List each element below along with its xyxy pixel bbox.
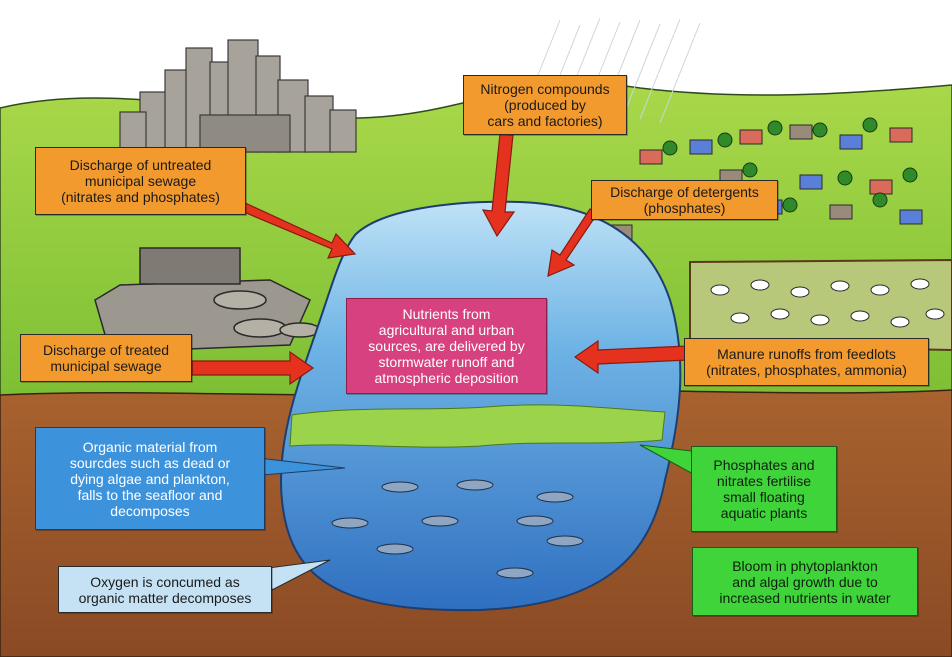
untreated-sewage-line-2: municipal sewage: [84, 173, 197, 189]
organic-line-1: Organic material from: [82, 438, 218, 455]
oxygen-line-2: organic matter decomposes: [78, 589, 252, 606]
bloom-label: Bloom in phytoplankton and algal growth …: [692, 547, 918, 616]
treated-sewage-line-2: municipal sewage: [50, 358, 162, 374]
nutrients-line-2: agricultural and urban: [378, 322, 515, 338]
manure-line-2: (nitrates, phosphates, ammonia): [706, 362, 907, 378]
nutrients-center-label: Nutrients from agricultural and urban so…: [346, 298, 547, 394]
nitrogen-compounds-label: Nitrogen compounds (produced by cars and…: [463, 75, 627, 135]
nutrients-line-1: Nutrients from: [402, 306, 491, 322]
algae-layer: [289, 404, 666, 448]
organic-line-4: falls to the seafloor and: [77, 486, 223, 503]
detergents-line-1: Discharge of detergents: [610, 184, 759, 200]
phosphates-fertilise-label: Phosphates and nitrates fertilise small …: [691, 446, 837, 532]
phosphates-line-3: small floating: [723, 489, 805, 505]
detergents-label: Discharge of detergents (phosphates): [591, 180, 778, 220]
treated-sewage-line-1: Discharge of treated: [42, 342, 170, 358]
untreated-sewage-line-3: (nitrates and phosphates): [61, 189, 220, 205]
manure-line-1: Manure runoffs from feedlots: [717, 346, 896, 362]
nitrogen-line-3: cars and factories): [487, 113, 603, 129]
arrow-manure: [573, 339, 689, 375]
arrows: [191, 133, 689, 386]
arrow-treated-sewage: [191, 350, 315, 386]
city-skyline: [119, 39, 357, 153]
manure-label: Manure runoffs from feedlots (nitrates, …: [684, 338, 929, 386]
nutrients-line-5: atmospheric deposition: [374, 370, 519, 386]
nutrients-line-3: sources, are delivered by: [368, 338, 525, 354]
arrow-nitrogen: [481, 133, 516, 238]
callout-pointers: [257, 444, 701, 591]
bloom-line-3: increased nutrients in water: [719, 589, 891, 606]
detergents-line-2: (phosphates): [643, 200, 726, 216]
treated-sewage-label: Discharge of treated municipal sewage: [20, 334, 192, 382]
phosphates-line-4: aquatic plants: [720, 505, 808, 521]
water-body: [279, 200, 682, 612]
organic-line-3: dying algae and plankton,: [70, 470, 230, 487]
nitrogen-line-1: Nitrogen compounds: [480, 81, 610, 97]
arrow-detergents: [547, 208, 598, 277]
phosphates-line-2: nitrates fertilise: [716, 473, 812, 489]
village-trees: [662, 117, 918, 213]
bloom-line-2: and algal growth due to: [732, 573, 878, 590]
fish: [331, 479, 584, 579]
arrow-untreated-sewage: [238, 201, 357, 259]
oxygen-line-1: Oxygen is concumed as: [90, 573, 240, 590]
bloom-line-1: Bloom in phytoplankton: [732, 557, 878, 574]
organic-line-2: sourcdes such as dead or: [69, 454, 231, 471]
organic-material-label: Organic material from sourcdes such as d…: [35, 427, 265, 530]
organic-line-5: decomposes: [110, 502, 190, 519]
nutrients-line-4: stormwater runoff and: [378, 354, 515, 370]
untreated-sewage-label: Discharge of untreated municipal sewage …: [35, 147, 246, 215]
feedlot: [689, 258, 952, 352]
untreated-sewage-line-1: Discharge of untreated: [69, 157, 212, 173]
phosphates-line-1: Phosphates and: [713, 457, 815, 473]
oxygen-label: Oxygen is concumed as organic matter dec…: [58, 566, 272, 613]
nitrogen-line-2: (produced by: [504, 97, 586, 113]
